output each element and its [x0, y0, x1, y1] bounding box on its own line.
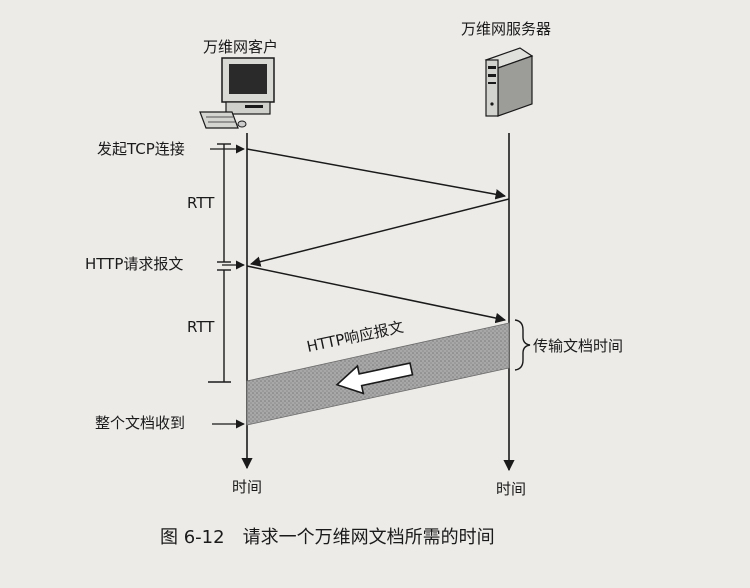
server-tower-icon: [484, 47, 534, 117]
response-direction-arrow: [335, 362, 414, 395]
arrow-syn-ack: [249, 198, 510, 267]
event-doc-received: 整个文档收到: [95, 414, 185, 432]
rtt-1-label: RTT: [187, 194, 215, 212]
server-time-label: 时间: [496, 480, 526, 498]
figure-caption: 图 6-12 请求一个万维网文档所需的时间: [160, 527, 495, 548]
arrow-syn: [246, 148, 507, 200]
transfer-label: 传输文档时间: [533, 337, 623, 355]
client-label: 万维网客户: [203, 38, 278, 56]
rtt-2-label: RTT: [187, 318, 215, 336]
arrow-http-request: [246, 265, 507, 324]
event-tcp-connect: 发起TCP连接: [97, 140, 185, 158]
client-time-label: 时间: [232, 478, 262, 496]
event-http-request: HTTP请求报文: [85, 255, 183, 273]
transfer-brace: [514, 319, 531, 371]
desktop-computer-icon: [199, 57, 275, 129]
server-label: 万维网服务器: [461, 20, 551, 38]
